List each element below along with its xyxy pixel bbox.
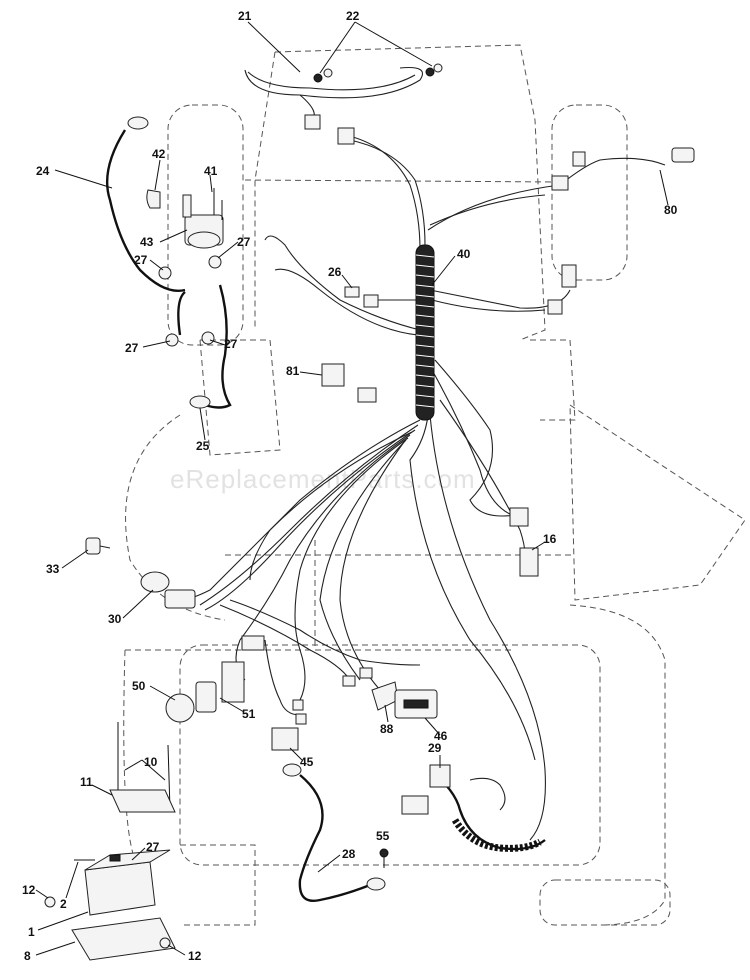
connector-right [509, 507, 529, 527]
bolts-41 [213, 188, 223, 220]
callout-40: 40 [457, 247, 471, 261]
solenoid-43 [182, 194, 224, 249]
callout-27-c: 27 [125, 341, 139, 355]
nut-12b [159, 937, 171, 949]
screw-55 [379, 848, 389, 868]
nuts-27 [158, 255, 222, 347]
callout-26: 26 [328, 265, 342, 279]
callout-43: 43 [140, 235, 154, 249]
battery [84, 849, 171, 916]
tray-8 [71, 917, 176, 961]
connector-small-2 [359, 667, 373, 679]
callout-30: 30 [108, 612, 122, 626]
callout-22: 22 [346, 9, 360, 23]
callout-29: 29 [428, 741, 442, 755]
coiled-wire [429, 769, 546, 852]
hour-meter-46 [394, 689, 438, 719]
callout-12-b: 12 [188, 949, 202, 963]
bracket-11 [109, 789, 176, 813]
callout-28: 28 [342, 847, 356, 861]
connector-21 [304, 114, 321, 130]
callout-50: 50 [132, 679, 146, 693]
plug-80 [547, 147, 695, 315]
callout-12-a: 12 [22, 883, 36, 897]
callout-25: 25 [196, 439, 210, 453]
callout-27-a: 27 [134, 253, 148, 267]
boot-42 [146, 189, 161, 209]
callout-labels: 21 22 24 42 41 43 27 27 27 27 26 40 80 8… [22, 9, 678, 963]
callout-2: 2 [60, 897, 67, 911]
module-45 [271, 713, 307, 751]
solenoid-29 [401, 764, 451, 815]
callout-1: 1 [28, 925, 35, 939]
callout-27-d: 27 [224, 337, 238, 351]
switch-51 [195, 635, 265, 713]
tractor-outline [123, 44, 746, 926]
callout-42: 42 [152, 147, 166, 161]
nut-12a [44, 896, 56, 908]
callout-88: 88 [380, 722, 394, 736]
callout-24: 24 [36, 164, 50, 178]
callout-55: 55 [376, 829, 390, 843]
connector-top [337, 127, 355, 145]
watermark: eReplacementParts.com [170, 464, 476, 494]
callout-16: 16 [543, 532, 557, 546]
callout-33: 33 [46, 562, 60, 576]
ground-cable-25 [177, 284, 232, 409]
callout-11: 11 [80, 775, 93, 789]
callout-80: 80 [664, 203, 678, 217]
callout-21: 21 [238, 9, 252, 23]
leader-lines [35, 21, 669, 956]
wiring-harness [179, 66, 666, 841]
callout-41: 41 [204, 164, 218, 178]
callout-81: 81 [286, 364, 300, 378]
callout-46: 46 [434, 729, 448, 743]
callout-27-e: 27 [146, 840, 160, 854]
key-33 [85, 537, 111, 555]
callout-27-b: 27 [237, 235, 251, 249]
callout-45: 45 [300, 755, 314, 769]
connector-16 [519, 547, 539, 577]
callout-10: 10 [144, 755, 158, 769]
callout-8: 8 [24, 949, 31, 963]
relay-81 [321, 363, 377, 403]
ground-cable-28 [282, 763, 386, 902]
connector-small [292, 699, 304, 711]
callout-51: 51 [242, 707, 256, 721]
screws-22 [313, 63, 443, 83]
harness-sleeve-40 [415, 244, 435, 421]
connector-mid [342, 675, 356, 687]
battery-cable-24 [106, 116, 186, 292]
lamp-50 [165, 693, 195, 723]
connectors-26 [344, 286, 379, 308]
ignition-switch-30 [140, 571, 196, 609]
